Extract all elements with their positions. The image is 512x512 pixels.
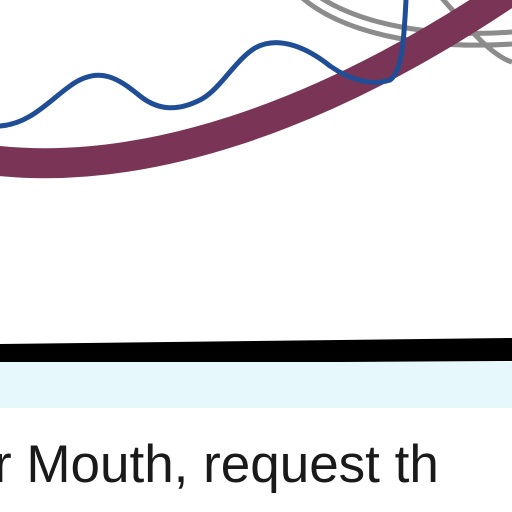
gray-ring-right (440, 0, 512, 65)
black-bar (0, 338, 512, 364)
gray-ring-outer (300, 0, 512, 48)
blue-wave-line (0, 0, 409, 129)
caption-text: r Mouth, request th (0, 435, 439, 494)
gray-ring-inner (319, 0, 512, 36)
gray-rings (300, 0, 512, 65)
maroon-band (0, 0, 512, 179)
light-blue-band (0, 362, 512, 408)
